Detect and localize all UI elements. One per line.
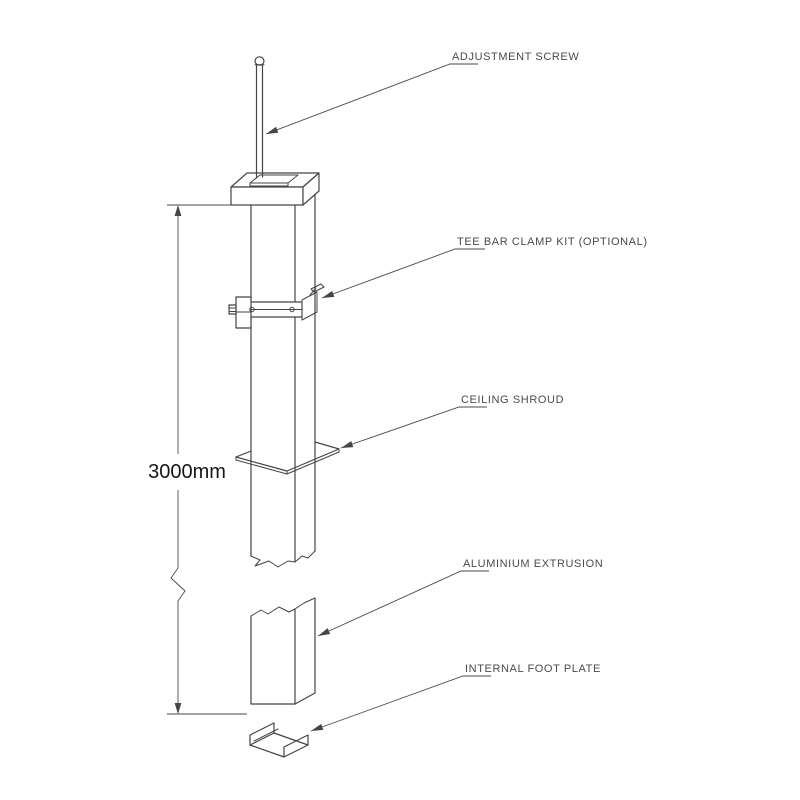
- foot-plate-base: [249, 732, 309, 758]
- shroud-back-right-edge: [314, 441, 340, 450]
- lower-break-side: [294, 597, 316, 610]
- lower-bottom-side-edge: [294, 692, 316, 705]
- foot-plate-inner-line: [253, 728, 279, 742]
- lower-break-front: [250, 606, 296, 617]
- dimension-3000mm: 3000mm: [148, 204, 247, 715]
- leader-line-internal-foot-plate: [310, 675, 491, 732]
- leader-line-aluminium-extrusion: [317, 570, 489, 637]
- lower-post-drawing: [250, 597, 316, 705]
- tee-bar-clamp-drawing: [228, 283, 325, 329]
- callout-label-aluminium-extrusion: ALUMINIUM EXTRUSION: [463, 558, 603, 570]
- clamp-bolt-head-left: [249, 306, 255, 313]
- clamp-right-bolt-head: [310, 283, 325, 293]
- head-opening: [249, 174, 299, 184]
- callout-label-internal-foot-plate: INTERNAL FOOT PLATE: [465, 663, 601, 675]
- head-opening-depth: [249, 182, 289, 187]
- foot-plate-drawing: [249, 722, 309, 758]
- head-front-face: [230, 186, 304, 206]
- callout-label-adjustment-screw: ADJUSTMENT SCREW: [452, 51, 579, 63]
- dim-line-break: [170, 567, 186, 602]
- post-break-side: [294, 550, 316, 563]
- foot-plate-left-flange: [249, 722, 275, 746]
- upper-post-drawing: [250, 192, 316, 568]
- leader-line-tee-bar-clamp: [321, 248, 485, 299]
- clamp-bolt-head-right: [289, 306, 295, 313]
- leader-line-adjustment-screw: [265, 63, 478, 135]
- screw-knob: [254, 56, 265, 66]
- head-side-face: [302, 172, 320, 206]
- top-mount-head-drawing: [230, 172, 320, 206]
- post-break-front: [250, 555, 296, 568]
- shroud-back-left-edge: [235, 450, 252, 458]
- adjustment-screw-drawing: [254, 56, 265, 178]
- callout-adjustment-screw: ADJUSTMENT SCREW: [265, 51, 579, 135]
- callout-tee-bar-clamp: TEE BAR CLAMP KIT (OPTIONAL): [321, 236, 648, 299]
- callout-internal-foot-plate: INTERNAL FOOT PLATE: [310, 663, 601, 732]
- clamp-left-bolt: [228, 304, 237, 315]
- dim-arrow-bottom: [174, 703, 182, 714]
- callout-aluminium-extrusion: ALUMINIUM EXTRUSION: [317, 558, 603, 637]
- leader-line-ceiling-shroud: [340, 406, 487, 449]
- callout-ceiling-shroud: CEILING SHROUD: [340, 394, 564, 449]
- ceiling-shroud-drawing: [235, 441, 340, 475]
- foot-plate-right-flange: [283, 734, 309, 758]
- callout-label-ceiling-shroud: CEILING SHROUD: [461, 394, 564, 406]
- callout-label-tee-bar-clamp: TEE BAR CLAMP KIT (OPTIONAL): [457, 236, 648, 248]
- dim-arrow-top: [174, 205, 182, 216]
- dimension-text: 3000mm: [148, 461, 226, 483]
